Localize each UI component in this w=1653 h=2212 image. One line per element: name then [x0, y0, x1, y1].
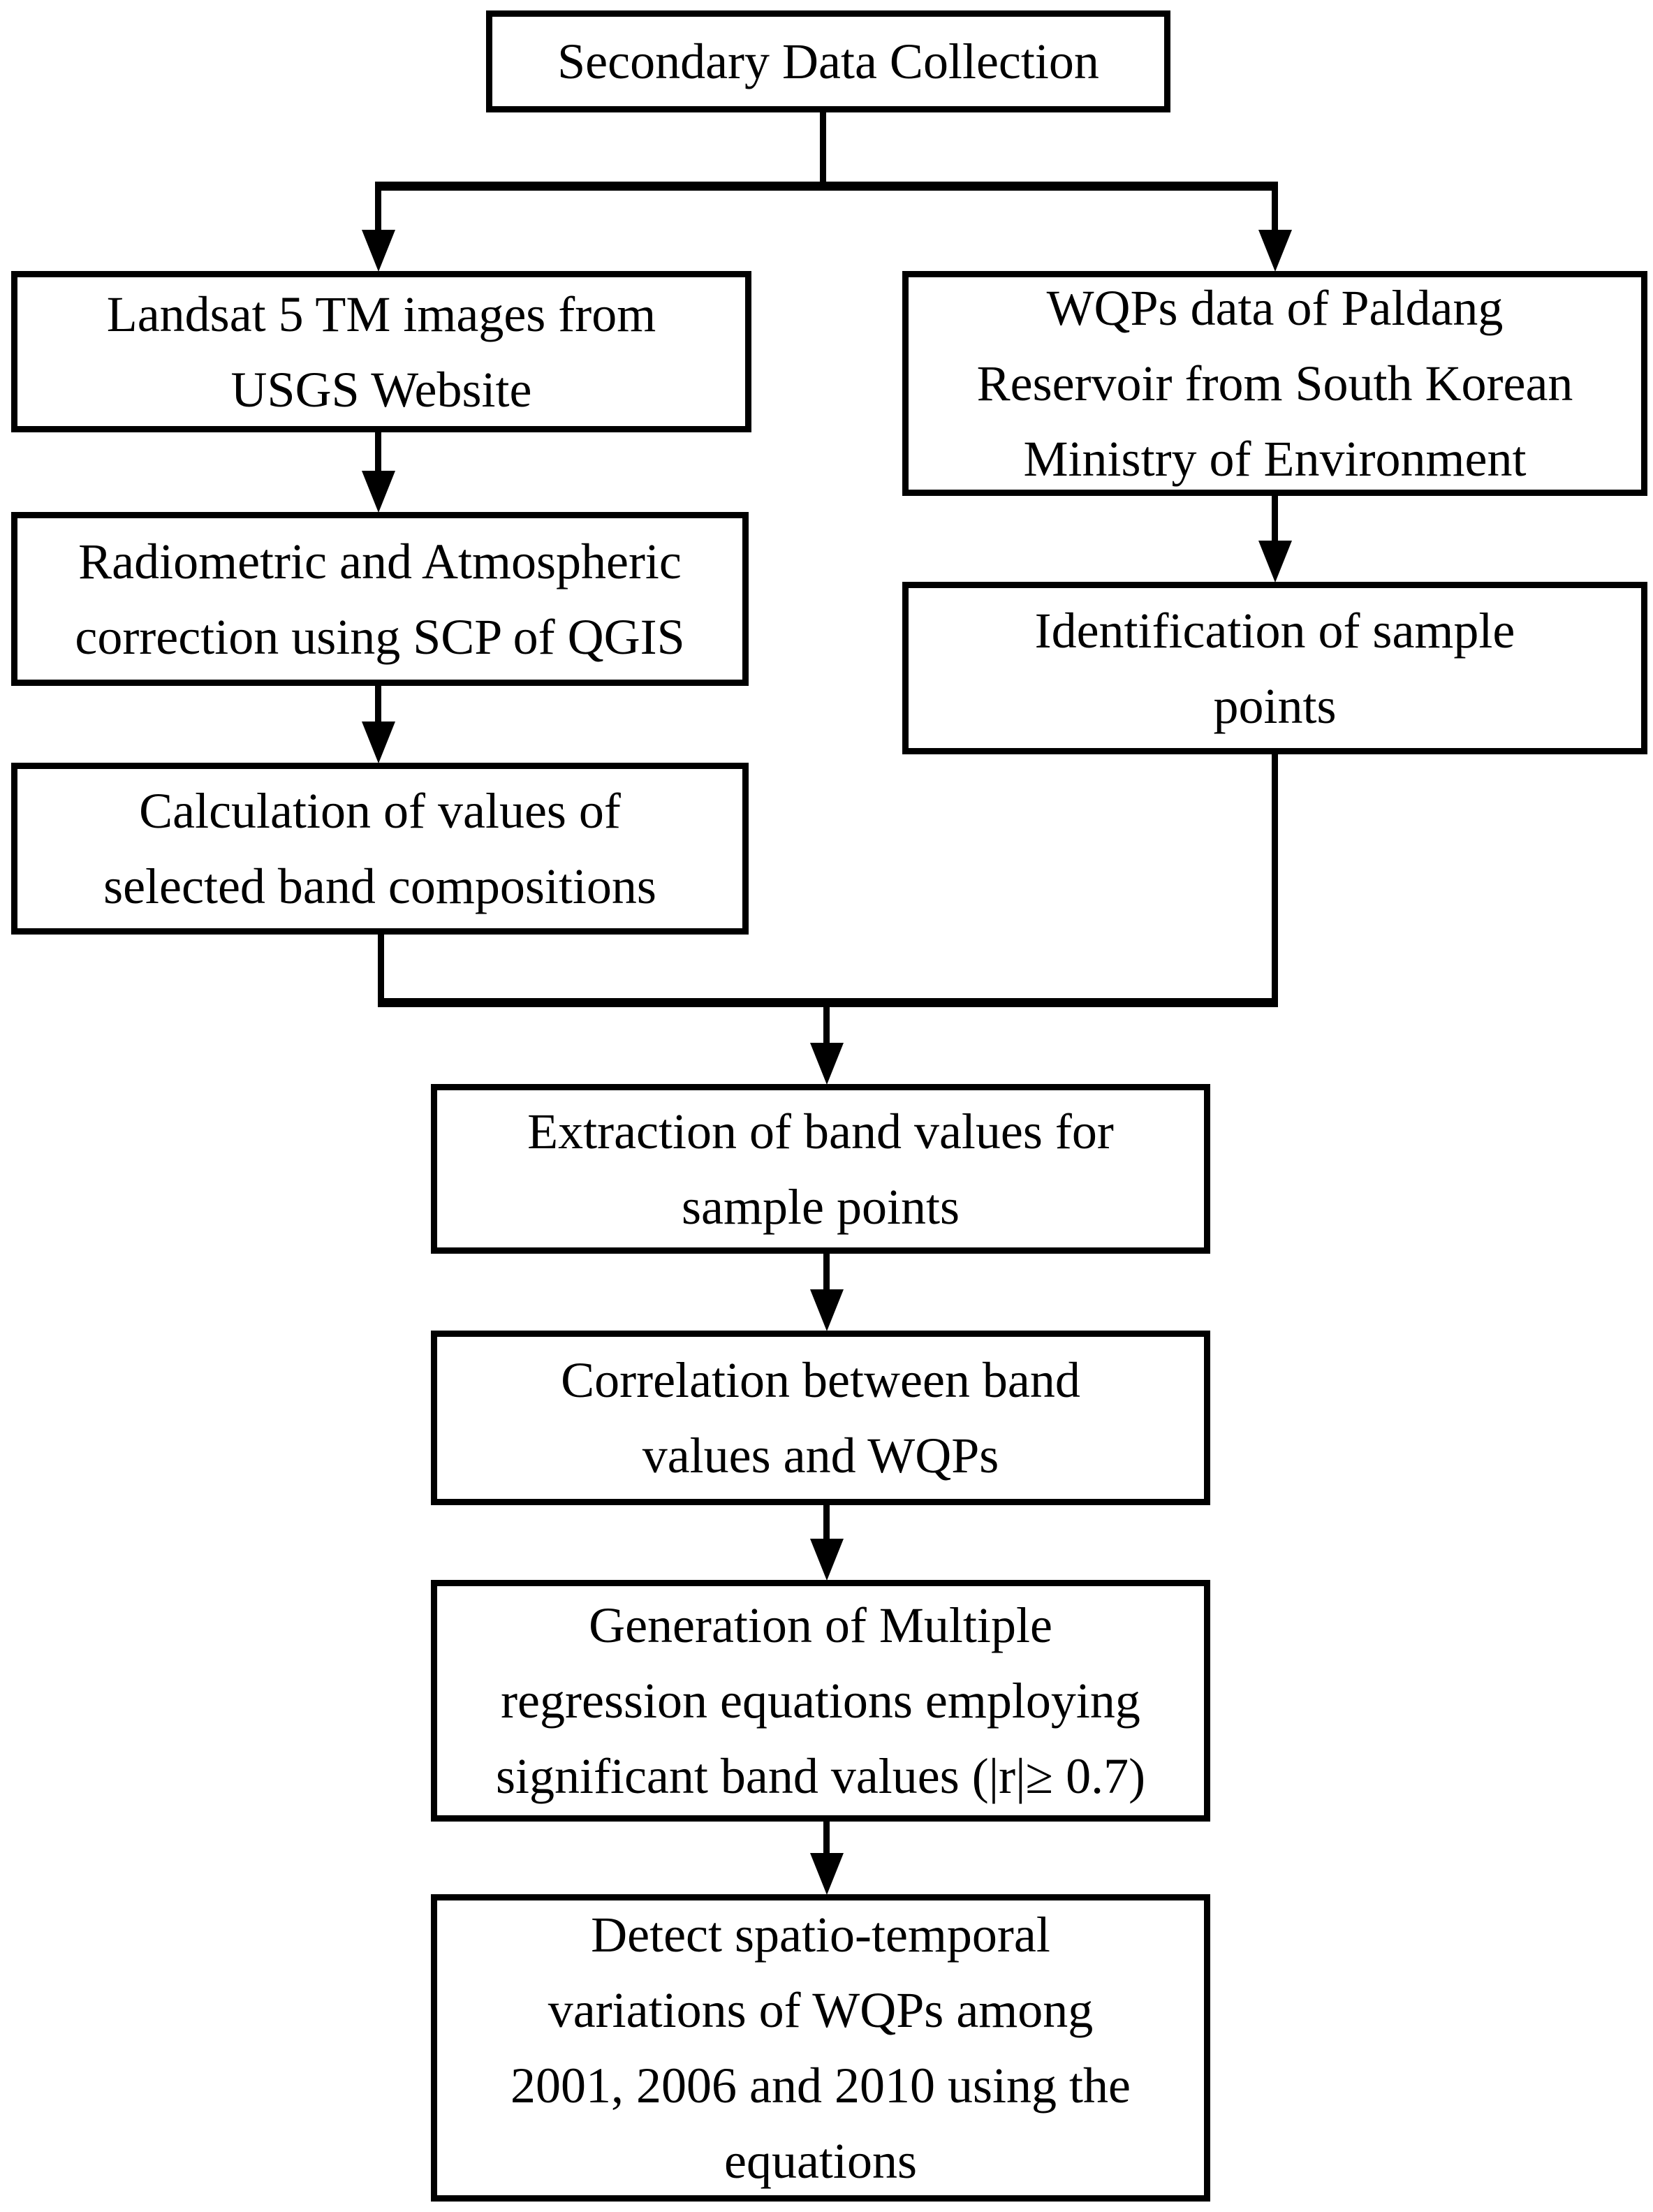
arrow-branch-to-wqps-head-icon — [1258, 230, 1292, 272]
node-label: Identification of sample points — [1034, 602, 1515, 734]
arrow-radiometric-to-calculation-stem — [375, 685, 381, 724]
node-label: Secondary Data Collection — [557, 34, 1099, 89]
arrow-branch-to-landsat-stem — [375, 189, 381, 232]
node-label: Detect spatio-temporal variations of WQP… — [510, 1907, 1131, 2189]
node-label: WQPs data of Paldang Reservoir from Sout… — [976, 280, 1573, 487]
node-label: Landsat 5 TM images from USGS Website — [106, 286, 656, 418]
node-detect-variations: Detect spatio-temporal variations of WQP… — [431, 1894, 1210, 2202]
node-calculation-band-compositions: Calculation of values of selected band c… — [11, 763, 749, 935]
node-label: Correlation between band values and WQPs — [561, 1352, 1080, 1484]
node-wqps-data: WQPs data of Paldang Reservoir from Sout… — [902, 271, 1647, 496]
connector-secondary-to-branch-line — [820, 112, 826, 185]
node-correlation-band-wqps: Correlation between band values and WQPs — [431, 1331, 1210, 1505]
arrow-landsat-to-radiometric-head-icon — [362, 471, 395, 513]
branch-bar-top — [375, 182, 1278, 191]
arrow-landsat-to-radiometric-stem — [375, 432, 381, 474]
node-radiometric-correction: Radiometric and Atmospheric correction u… — [11, 512, 749, 686]
arrow-extraction-to-correlation-head-icon — [810, 1289, 844, 1331]
arrow-generation-to-detect-stem — [823, 1820, 830, 1855]
node-label: Calculation of values of selected band c… — [103, 783, 656, 914]
merge-bar — [378, 998, 1278, 1007]
node-secondary-data-collection: Secondary Data Collection — [486, 10, 1170, 112]
arrow-wqps-to-identification-head-icon — [1258, 541, 1292, 583]
node-label: Radiometric and Atmospheric correction u… — [75, 533, 685, 665]
arrow-correlation-to-generation-stem — [823, 1504, 830, 1541]
arrow-branch-to-wqps-stem — [1272, 189, 1278, 232]
arrow-generation-to-detect-head-icon — [810, 1853, 844, 1895]
node-landsat-images: Landsat 5 TM images from USGS Website — [11, 271, 751, 432]
node-identification-sample-points: Identification of sample points — [902, 582, 1647, 754]
arrow-branch-to-landsat-head-icon — [362, 230, 395, 272]
node-extraction-band-values: Extraction of band values for sample poi… — [431, 1084, 1210, 1254]
node-label: Extraction of band values for sample poi… — [527, 1103, 1114, 1235]
arrow-correlation-to-generation-head-icon — [810, 1539, 844, 1581]
node-generation-regression: Generation of Multiple regression equati… — [431, 1580, 1210, 1822]
arrow-radiometric-to-calculation-head-icon — [362, 722, 395, 763]
connector-calculation-to-merge-line — [378, 934, 384, 1004]
arrow-extraction-to-correlation-stem — [823, 1253, 830, 1291]
arrow-merge-to-extraction-stem — [823, 1007, 830, 1045]
node-label: Generation of Multiple regression equati… — [495, 1597, 1146, 1804]
arrow-merge-to-extraction-head-icon — [810, 1043, 844, 1085]
arrow-wqps-to-identification-stem — [1272, 495, 1278, 543]
connector-identification-to-merge-line — [1272, 754, 1278, 1004]
